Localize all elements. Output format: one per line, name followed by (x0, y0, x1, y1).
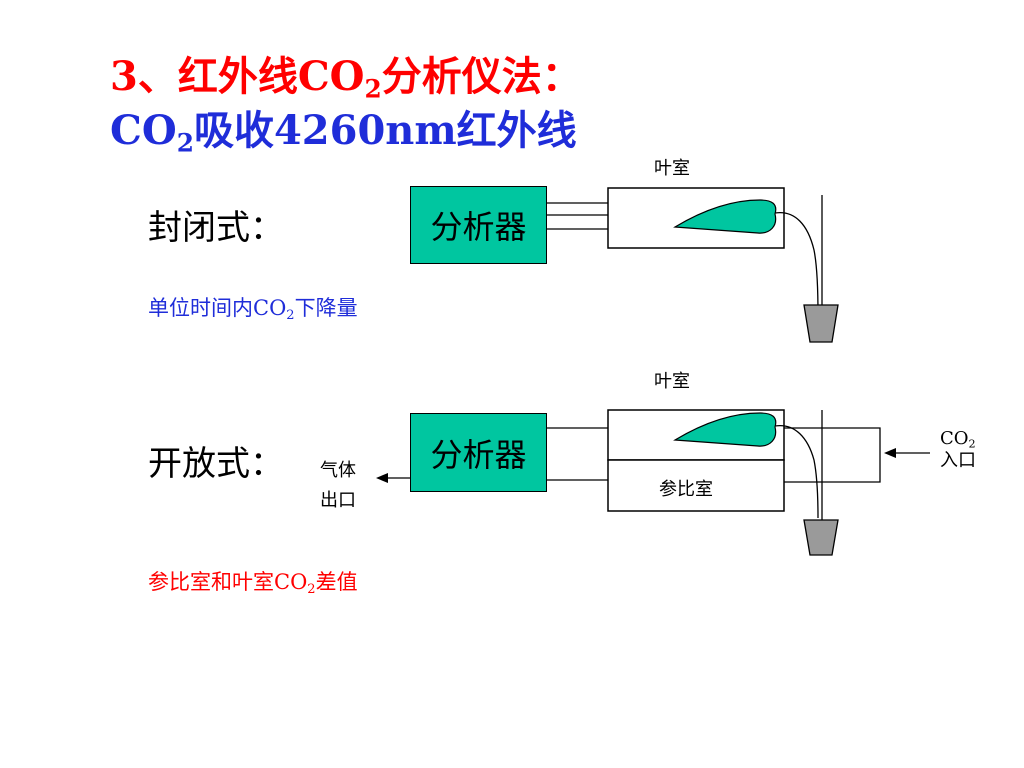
open-leaf-icon (673, 412, 777, 447)
closed-note-subscript: 2 (286, 307, 295, 323)
closed-heading: 封闭式： (148, 208, 284, 248)
gas-outlet-line-1: 气体 (320, 460, 356, 481)
open-analyzer-label: 分析器 (430, 435, 527, 474)
closed-system (546, 187, 839, 343)
open-note-suffix: 差值 (315, 570, 358, 594)
closed-chamber-label: 叶室 (654, 158, 690, 179)
title-line-1-suffix: 分析仪法： (381, 53, 582, 100)
closed-analyzer-box: 分析器 (410, 186, 547, 264)
open-system (376, 409, 930, 556)
title-line-2-subscript: 2 (176, 128, 194, 158)
open-chamber-label: 叶室 (654, 371, 690, 392)
open-analyzer-box: 分析器 (410, 413, 547, 492)
outlet-arrow-head (376, 473, 388, 483)
co2-inlet-prefix: CO (940, 428, 969, 449)
closed-note-suffix: 下降量 (294, 296, 358, 320)
open-note: 参比室和叶室CO2差值 (148, 566, 358, 596)
closed-note: 单位时间内CO2下降量 (148, 292, 358, 322)
title-line-1-prefix: 3、红外线CO (110, 53, 365, 100)
co2-inlet-subscript: 2 (968, 437, 976, 451)
title-line-1-subscript: 2 (364, 74, 382, 104)
co2-inlet-line-2: 入口 (940, 450, 976, 471)
open-note-subscript: 2 (307, 581, 316, 597)
closed-leaf-icon (673, 199, 777, 234)
title-line-2: CO2吸收4260nm红外线 (110, 98, 577, 156)
title-line-2-suffix: 吸收4260nm红外线 (193, 107, 577, 154)
co2-inlet-label: CO2 入口 (940, 428, 976, 472)
inlet-manifold (784, 427, 881, 483)
co2-inlet-line-1: CO2 (940, 428, 976, 450)
reference-chamber (607, 459, 785, 512)
inlet-arrow-head (884, 448, 896, 458)
gas-outlet-line-2: 出口 (320, 490, 356, 511)
closed-analyzer-label: 分析器 (430, 208, 527, 246)
gas-outlet-label: 气体 出口 (320, 456, 356, 516)
reference-chamber-label: 参比室 (659, 479, 713, 500)
open-note-prefix: 参比室和叶室CO (148, 570, 308, 594)
open-plant-pot (803, 519, 839, 556)
closed-plant-pot (803, 304, 839, 343)
closed-note-prefix: 单位时间内CO (148, 296, 287, 320)
title-line-1: 3、红外线CO2分析仪法： (110, 44, 582, 102)
title-line-2-prefix: CO (110, 107, 177, 154)
open-heading: 开放式： (148, 444, 284, 484)
closed-leaf-stem (774, 212, 819, 316)
